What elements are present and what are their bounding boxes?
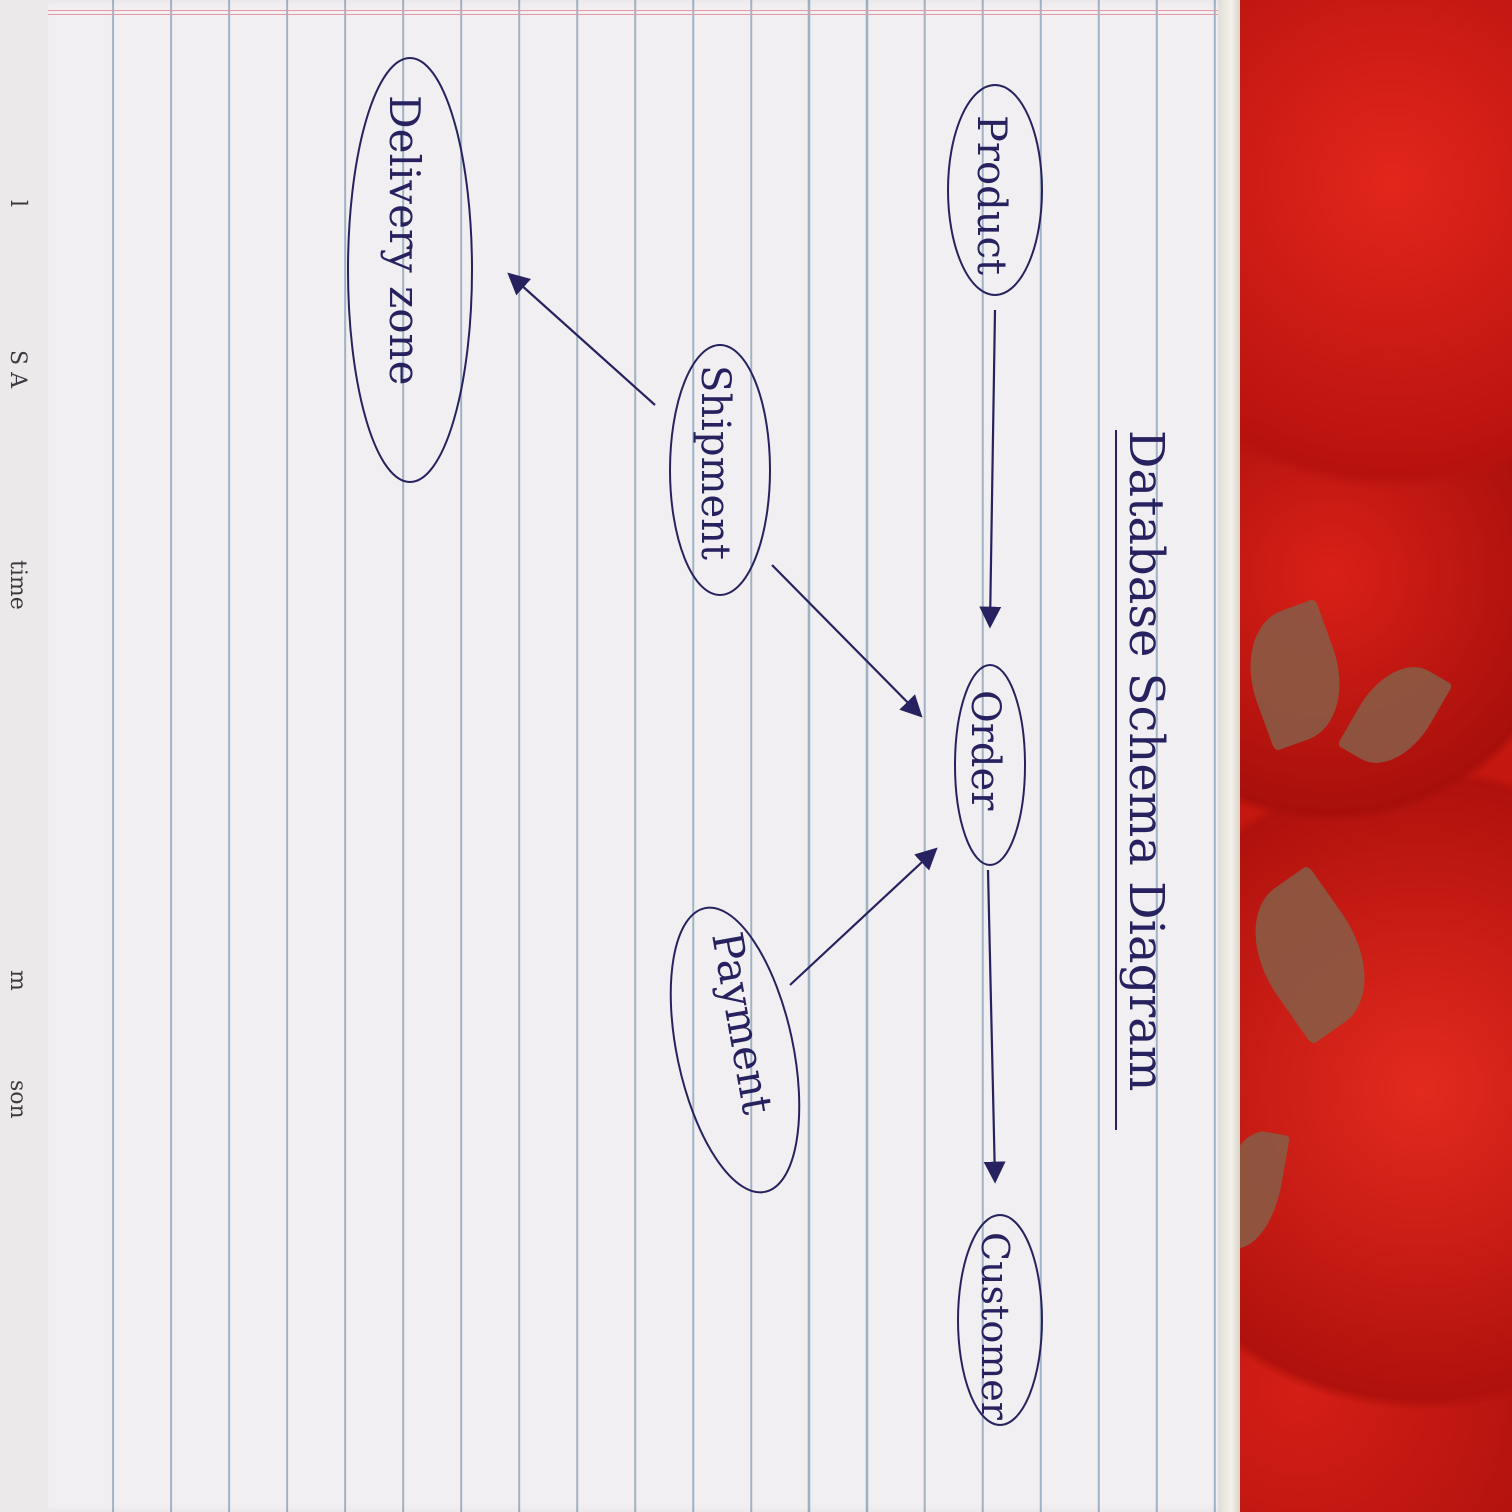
node-delivery-zone-label: Delivery zone	[380, 95, 429, 385]
diagram-title: Database Schema Diagram	[1115, 430, 1174, 1130]
node-payment: Payment	[669, 906, 801, 1194]
node-shipment-label: Shipment	[692, 365, 738, 560]
node-payment-label: Payment	[702, 928, 782, 1118]
edge-payment-order	[789, 847, 938, 986]
facing-page: l S A time m son	[0, 0, 49, 1512]
node-order: Order	[954, 664, 1026, 866]
edge-order-customer	[983, 869, 1006, 1184]
node-customer-label: Customer	[973, 1232, 1017, 1421]
edge-product-order	[979, 309, 1002, 629]
margin-line	[48, 10, 1228, 15]
diagram-title-text: Database Schema Diagram	[1118, 430, 1174, 1091]
node-product-label: Product	[968, 115, 1014, 275]
page-edge	[1218, 0, 1240, 1512]
node-order-label: Order	[962, 690, 1008, 811]
node-delivery-zone: Delivery zone	[347, 57, 473, 483]
node-shipment: Shipment	[669, 344, 771, 596]
rose-fabric-background	[1210, 0, 1512, 1512]
notebook-page	[48, 0, 1228, 1512]
node-product: Product	[947, 84, 1043, 296]
edge-shipment-order	[771, 564, 923, 718]
edge-shipment-delivery-zone	[507, 272, 656, 406]
node-customer: Customer	[957, 1214, 1043, 1426]
